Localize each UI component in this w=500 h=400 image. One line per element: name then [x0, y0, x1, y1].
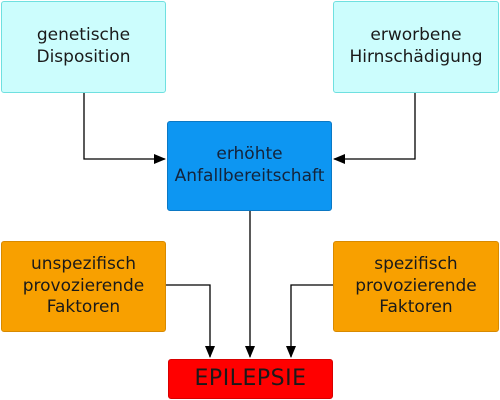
arrow-acquired-to-central: [333, 93, 416, 164]
node-genetic-disposition: genetische Disposition: [1, 1, 166, 93]
node-epilepsy: EPILEPSIE: [168, 359, 333, 399]
arrow-genetic-to-central: [83, 93, 166, 164]
arrow-specific-to-epilepsy: [286, 284, 333, 358]
node-unspecific-provoking-factors: unspezifisch provozierende Faktoren: [1, 241, 166, 332]
node-specific-provoking-factors: spezifisch provozierende Faktoren: [333, 241, 499, 332]
arrow-unspecific-to-epilepsy: [166, 284, 215, 358]
node-acquired-brain-damage: erworbene Hirnschädigung: [333, 1, 499, 93]
node-increased-seizure-readiness: erhöhte Anfallbereitschaft: [167, 121, 332, 211]
